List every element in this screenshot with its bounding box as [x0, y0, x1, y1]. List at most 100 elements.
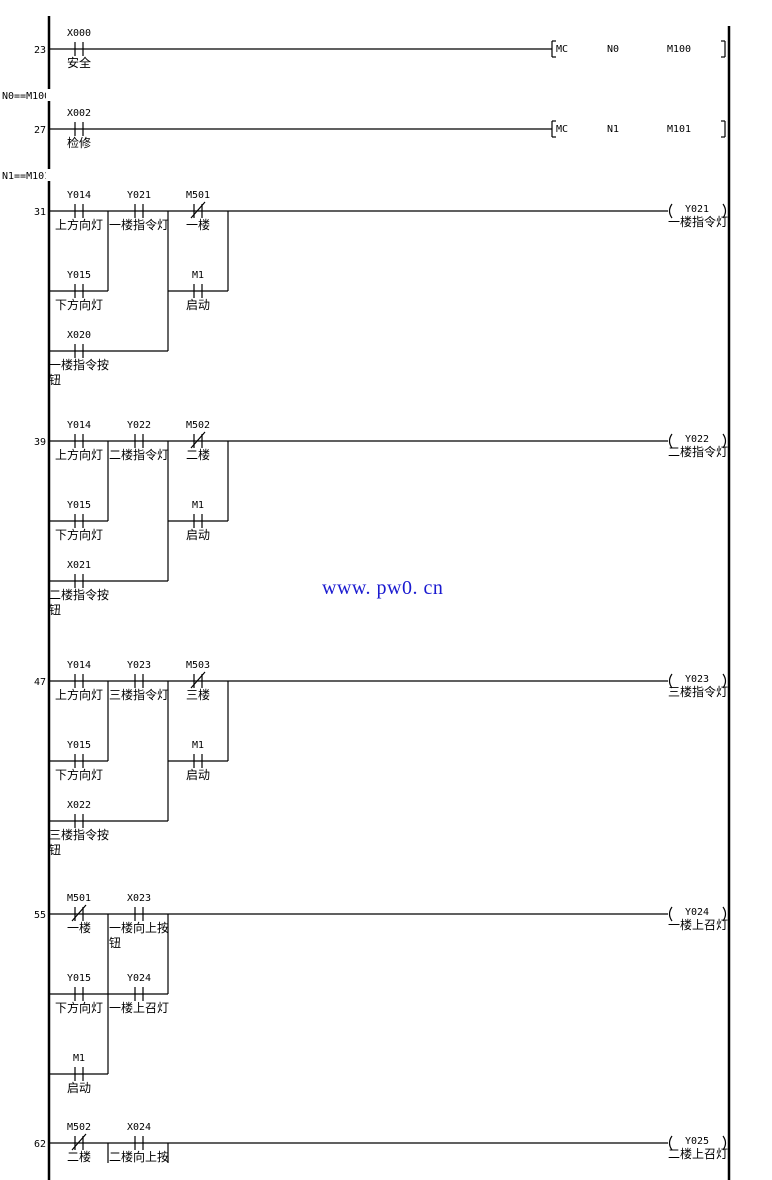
coil-left-arc	[668, 1135, 673, 1151]
contact-y022[interactable]: Y022 二楼指令灯	[109, 420, 169, 462]
contact-comment: 上方向灯	[55, 447, 103, 462]
instruction-arg-device: M100	[667, 44, 691, 55]
rail-gap	[46, 89, 52, 101]
nc-slash	[190, 201, 206, 219]
contact-comment: 启动	[186, 528, 210, 542]
step-number: 55	[34, 910, 46, 921]
contact-address: X023	[127, 893, 151, 904]
contact-comment-wrap: 钮	[49, 842, 61, 857]
contact-address: Y015	[67, 500, 91, 511]
contact-address: Y023	[127, 660, 151, 671]
contact-address: Y022	[127, 420, 151, 431]
coil-comment: 一楼指令灯	[668, 214, 728, 229]
coil-address: Y024	[685, 907, 709, 918]
rail-gap	[46, 169, 52, 181]
contact-address: Y014	[67, 660, 91, 671]
contact-comment: 一楼指令按	[49, 357, 109, 372]
contact-address: M501	[186, 190, 210, 201]
coil-comment: 二楼指令灯	[668, 444, 728, 459]
contact-comment-wrap: 钮	[49, 372, 61, 387]
rung-55: 55M501一楼X023一楼向上按钮Y015下方向灯Y024一楼上召灯M1启动Y…	[34, 893, 728, 1095]
coil-left-arc	[668, 433, 673, 449]
step-number: 62	[34, 1139, 46, 1150]
coil-address: Y023	[685, 674, 709, 685]
contact-address: M502	[186, 420, 210, 431]
coil-address: Y022	[685, 434, 709, 445]
contact-m1[interactable]: M1 启动	[186, 500, 210, 542]
contact-comment: 二楼	[67, 1149, 91, 1164]
step-number: 39	[34, 437, 46, 448]
contact-address: M1	[192, 500, 204, 511]
contact-comment-wrap: 钮	[49, 602, 61, 617]
step-number: 27	[34, 125, 46, 136]
master-control-note: N1==M101	[2, 171, 50, 182]
contact-address: M503	[186, 660, 210, 671]
contact-address: M502	[67, 1122, 91, 1133]
contact-comment: 上方向灯	[55, 217, 103, 232]
contact-y015[interactable]: Y015 下方向灯	[55, 740, 103, 782]
contact-comment: 启动	[186, 768, 210, 782]
contact-comment: 上方向灯	[55, 687, 103, 702]
contact-comment: 下方向灯	[55, 767, 103, 782]
contact-comment: 二楼	[186, 447, 210, 462]
contact-comment: 下方向灯	[55, 297, 103, 312]
instruction-arg-device: M101	[667, 124, 691, 135]
coil-right-arc	[722, 673, 727, 689]
contact-address: Y021	[127, 190, 151, 201]
step-number: 47	[34, 677, 46, 688]
coil-right-arc	[722, 906, 727, 922]
contact-comment: 三楼指令灯	[109, 687, 169, 702]
contact-address: Y015	[67, 740, 91, 751]
contact-address: X022	[67, 800, 91, 811]
contact-y014[interactable]: Y014 上方向灯	[55, 660, 103, 702]
contact-y023[interactable]: Y023 三楼指令灯	[109, 660, 169, 702]
watermark-text: www. pw0. cn	[322, 577, 444, 599]
instruction-arg-nest: N0	[607, 44, 619, 55]
contact-comment: 下方向灯	[55, 1000, 103, 1015]
contact-y014[interactable]: Y014 上方向灯	[55, 420, 103, 462]
contact-comment-wrap: 钮	[109, 935, 121, 950]
nc-slash	[71, 1133, 87, 1151]
instruction-op: MC	[556, 124, 568, 135]
contact-address: Y014	[67, 420, 91, 431]
coil-comment: 二楼上召灯	[668, 1146, 728, 1161]
contact-comment: 安全	[67, 55, 91, 70]
coil-right-arc	[722, 203, 727, 219]
contact-m502[interactable]: M502 二楼	[67, 1122, 91, 1164]
coil-left-arc	[668, 203, 673, 219]
nc-slash	[71, 904, 87, 922]
contact-comment: 一楼上召灯	[109, 1000, 169, 1015]
contact-m502[interactable]: M502 二楼	[186, 420, 210, 462]
coil-comment: 三楼指令灯	[668, 684, 728, 699]
contact-comment: 二楼指令灯	[109, 447, 169, 462]
contact-address: X024	[127, 1122, 151, 1133]
